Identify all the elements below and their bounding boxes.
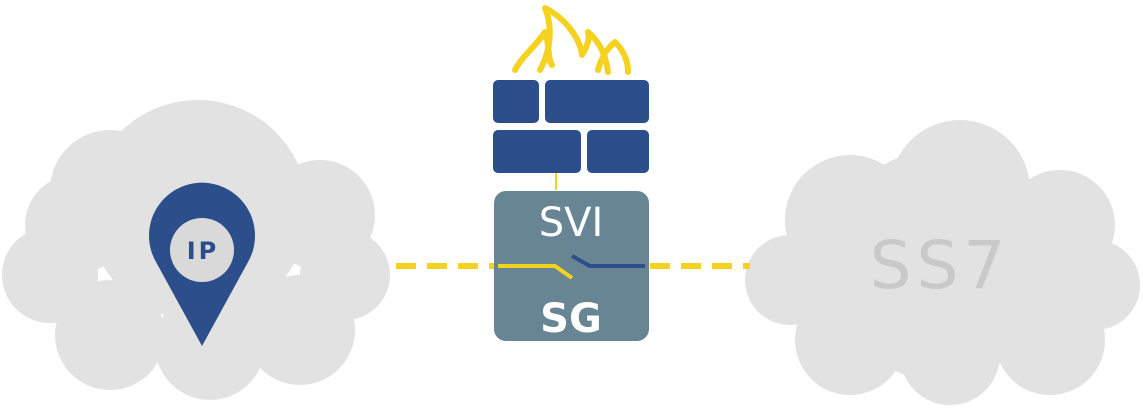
- ss7-label: SS7: [870, 227, 1011, 304]
- gateway-bottom-label: SG: [540, 296, 602, 342]
- firewall-brick: [587, 130, 649, 173]
- firewall-brick: [493, 80, 539, 123]
- switch-yellow-line: [498, 264, 574, 280]
- firewall-brick: [545, 80, 649, 123]
- location-pin-icon: IP: [149, 182, 255, 346]
- firewall-brick: [493, 130, 581, 173]
- ip-cloud: [2, 100, 390, 400]
- ip-label: IP: [187, 237, 220, 265]
- ss7-cloud: [745, 120, 1140, 405]
- gateway-box: SVI SG: [494, 191, 649, 342]
- firewall-icon: [493, 80, 649, 173]
- switch-blue-line: [571, 254, 645, 268]
- flame-icon: [512, 5, 631, 75]
- gateway-top-label: SVI: [539, 200, 604, 246]
